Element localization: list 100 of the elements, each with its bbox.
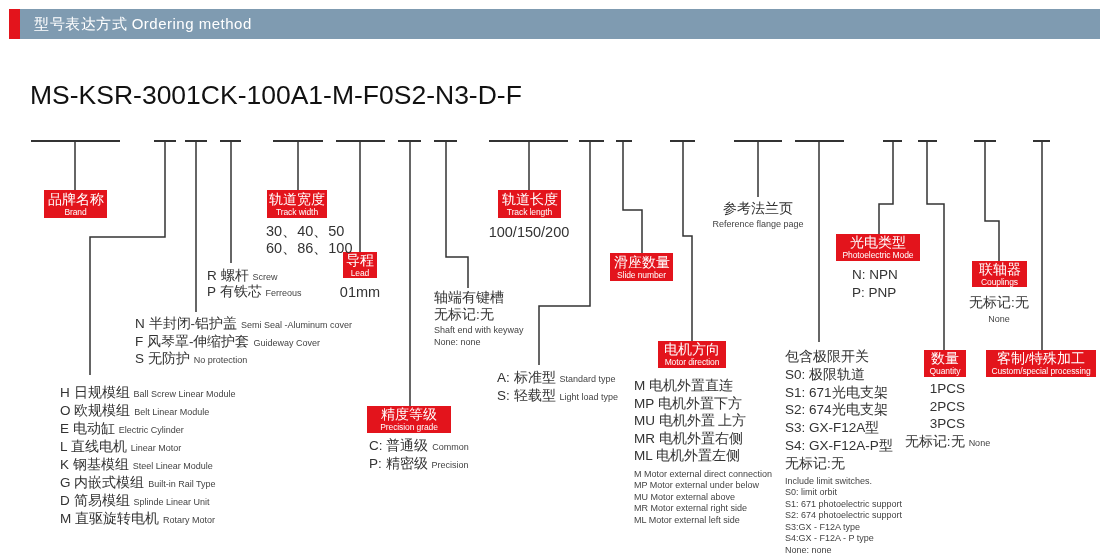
english-translation: Splinde Linear Unit [133, 497, 210, 507]
model-code: MS-KSR-3001CK-100A1-M-F0S2-N3-D-F [30, 80, 522, 110]
category-tag [972, 261, 1027, 287]
english-translation: MR Motor external right side [634, 503, 748, 513]
english-translation: Common [432, 442, 469, 452]
english-translation: Rotary Motor [163, 515, 215, 525]
category-subtitle: Slide number [617, 269, 666, 280]
english-translation: Reference flange page [712, 219, 804, 229]
english-translation: None: none [434, 336, 481, 347]
english-translation: Belt Linear Module [134, 407, 210, 417]
option-text: MR 电机外置右侧 [634, 430, 743, 446]
english-translation: Electric Cylinder [118, 425, 184, 435]
english-translation: None [988, 314, 1010, 324]
code-underline [883, 140, 902, 142]
english-translation: Precision [431, 460, 469, 470]
category-tag [986, 350, 1096, 377]
option-text: 参考法兰页 [723, 201, 793, 216]
category-tag [610, 253, 673, 281]
code-underline [795, 140, 844, 142]
english-translation: Include limit switches. [785, 475, 873, 486]
category-tag [267, 190, 327, 218]
category-title: 联轴器 [978, 261, 1021, 277]
option-text: N: NPN [852, 267, 898, 282]
leader-line [984, 141, 1000, 262]
category-title: 电机方向 [664, 342, 720, 357]
option-text: H 日规模组 [60, 385, 130, 400]
category-title: 客制/特殊加工 [997, 351, 1085, 366]
english-translation: Light load type [559, 392, 619, 402]
option-text: 无标记:无 [434, 307, 494, 322]
option-text: S2: 674光电支架 [785, 402, 888, 418]
option-text: 30、40、50 [266, 223, 345, 239]
code-underline [616, 140, 632, 142]
option-text: E 电动缸 [60, 421, 115, 436]
english-translation: MP Motor external under below [634, 480, 759, 490]
english-translation: Guideway Cover [253, 337, 321, 348]
option-text: R 螺杆 [207, 268, 249, 283]
code-underline [734, 140, 782, 142]
leader-line [195, 141, 197, 313]
english-translation: S4:GX - F12A - P type [785, 533, 874, 544]
code-underline [489, 140, 568, 142]
english-translation: Built-in Rail Type [148, 479, 216, 489]
english-translation: S3:GX - F12A type [785, 521, 861, 532]
category-tag [498, 190, 561, 218]
leader-line [757, 141, 759, 198]
option-text: P 有铁芯 [207, 284, 262, 299]
english-translation: None [968, 437, 991, 448]
english-translation: No protection [193, 355, 248, 365]
english-translation: ML Motor external left side [634, 514, 740, 525]
option-text: MP 电机外置下方 [634, 395, 742, 411]
code-underline [670, 140, 695, 142]
option-text: P: PNP [852, 285, 897, 300]
code-underline [974, 140, 996, 142]
english-translation: Standard type [559, 374, 616, 384]
leader-line [409, 141, 411, 407]
option-text: MU 电机外置 上方 [634, 413, 747, 428]
leader-line [682, 141, 693, 342]
option-text: K 钢基模组 [60, 457, 129, 472]
code-underline [336, 140, 385, 142]
category-subtitle: Custom/special processing [991, 366, 1091, 376]
category-subtitle: Lead [350, 267, 370, 278]
option-text: F 风琴罩-伸缩护套 [135, 333, 250, 349]
option-text: 无标记:无 [785, 455, 845, 471]
english-translation: S0: limit orbit [785, 487, 837, 498]
leader-line [74, 141, 76, 191]
option-text: S4: GX-F12A-P型 [785, 438, 893, 453]
category-subtitle: Motor direction [664, 357, 720, 367]
leader-line [818, 141, 820, 343]
category-title: 品牌名称 [47, 191, 104, 207]
english-translation: Shaft end with keyway [434, 325, 524, 335]
category-tag [44, 190, 107, 218]
option-text: 轴端有键槽 [434, 290, 504, 305]
code-underline [1033, 140, 1050, 142]
category-title: 数量 [931, 351, 959, 366]
leader-line [445, 141, 469, 289]
option-text: 无标记:无 [969, 295, 1029, 310]
category-tag [924, 350, 966, 377]
option-text: D 简易模组 [60, 493, 130, 508]
option-text: M 直驱旋转电机 [60, 511, 159, 526]
english-translation: Ferreous [265, 288, 302, 298]
leader-line [297, 141, 299, 191]
option-text: 无标记:无 [904, 433, 965, 449]
code-underline [31, 140, 120, 142]
leader-line [926, 141, 945, 351]
leader-line [528, 141, 530, 191]
option-text: 100/150/200 [488, 224, 570, 240]
option-text: S1: 671光电支架 [785, 384, 888, 400]
page-title: 型号表达方式 Ordering method [34, 14, 252, 34]
code-underline [579, 140, 604, 142]
option-text: S3: GX-F12A型 [785, 420, 880, 436]
category-title: 光电类型 [850, 235, 906, 250]
option-text: O 欧规模组 [60, 403, 131, 418]
option-text: S0: 极限轨道 [785, 366, 865, 382]
code-underline [273, 140, 323, 142]
english-translation: MU Motor external above [634, 491, 736, 502]
leader-line [622, 141, 643, 254]
option-text: 包含极限开关 [785, 349, 869, 364]
code-underline [185, 140, 207, 142]
code-underline [398, 140, 421, 142]
english-translation: Ball Screw Linear Module [133, 389, 236, 399]
category-title: 滑座数量 [613, 254, 670, 270]
